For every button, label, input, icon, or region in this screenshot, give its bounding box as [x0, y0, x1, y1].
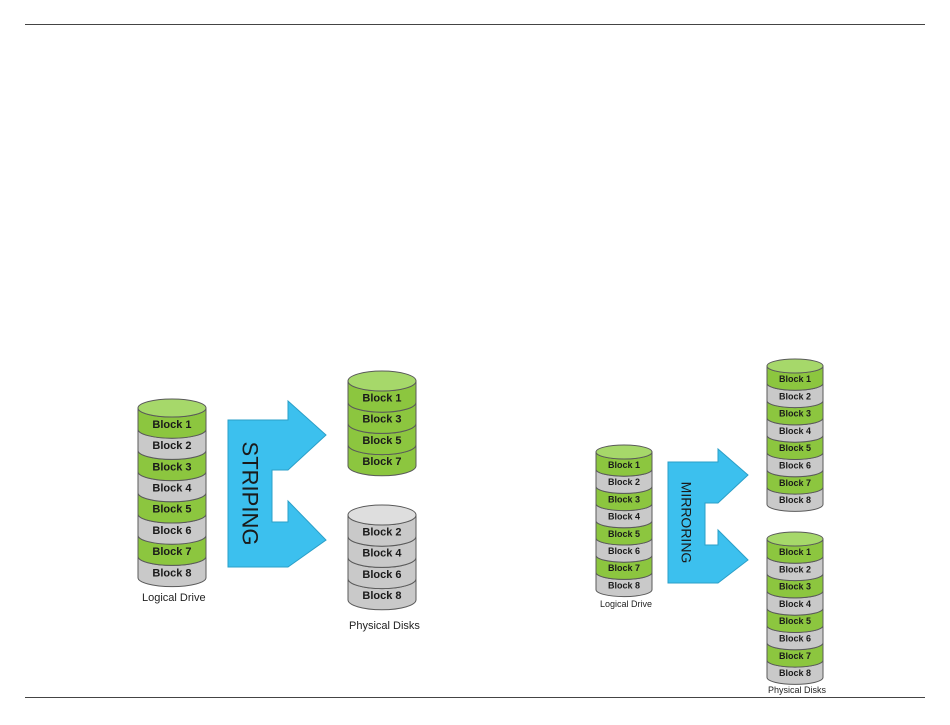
block-label: Block 5 [362, 435, 401, 447]
block-label: Block 8 [779, 495, 811, 505]
block-label: Block 2 [608, 477, 640, 487]
striping-arrow: STRIPING [227, 399, 327, 568]
split-arrow-shape [667, 447, 749, 584]
block-label: Block 7 [152, 546, 191, 558]
striping-logical-drive: Block 8 Block 7 Block 6 Block 5 Block 4 Block… [137, 398, 207, 588]
block-label: Block 7 [779, 478, 811, 488]
block-label: Block 7 [779, 651, 811, 661]
block-label: Block 3 [779, 409, 811, 419]
bottom-rule [25, 697, 925, 698]
block-label: Block 1 [779, 374, 811, 384]
block-label: Block 1 [779, 547, 811, 557]
disk-top-cap [595, 444, 653, 460]
block-label: Block 1 [362, 392, 401, 404]
block-label: Block 5 [608, 529, 640, 539]
block-label: Block 3 [608, 494, 640, 504]
block-label: Block 4 [362, 548, 402, 560]
block-label: Block 6 [362, 569, 401, 581]
mirroring-arrow-label: MIRRORING [679, 482, 695, 564]
block-label: Block 4 [779, 599, 811, 609]
striping-logical-caption: Logical Drive [142, 592, 206, 604]
block-label: Block 6 [779, 634, 811, 644]
block-label: Block 6 [608, 546, 640, 556]
block-label: Block 2 [779, 391, 811, 401]
top-rule [25, 24, 925, 25]
block-label: Block 5 [152, 504, 191, 516]
block-label: Block 4 [152, 482, 192, 494]
block-label: Block 8 [152, 567, 191, 579]
block-label: Block 3 [779, 582, 811, 592]
block-label: Block 6 [152, 525, 191, 537]
block-label: Block 7 [608, 563, 640, 573]
disk-top-cap [347, 504, 417, 526]
block-label: Block 3 [152, 461, 191, 473]
block-label: Block 8 [608, 580, 640, 590]
block-label: Block 6 [779, 461, 811, 471]
split-arrow-shape [227, 399, 327, 568]
block-label: Block 3 [362, 414, 401, 426]
mirroring-logical-drive: Block 8 Block 7 Block 6 Block 5 Block 4 Block… [595, 444, 653, 598]
block-label: Block 1 [608, 460, 640, 470]
striping-arrow-label: STRIPING [238, 442, 263, 546]
disk-top-cap [766, 531, 824, 547]
striping-physical-caption: Physical Disks [349, 620, 420, 632]
block-label: Block 5 [779, 616, 811, 626]
block-label: Block 2 [362, 526, 401, 538]
block-label: Block 8 [779, 668, 811, 678]
block-label: Block 2 [779, 564, 811, 574]
block-label: Block 1 [152, 419, 191, 431]
block-label: Block 2 [152, 440, 191, 452]
block-label: Block 7 [362, 456, 401, 468]
mirroring-disk-b: Block 8 Block 7 Block 6 Block 5 Block 4 Block… [766, 531, 824, 685]
mirroring-arrow: MIRRORING [667, 447, 749, 584]
block-label: Block 4 [608, 512, 640, 522]
disk-top-cap [347, 370, 417, 392]
disk-top-cap [766, 358, 824, 374]
mirroring-logical-caption: Logical Drive [600, 599, 653, 609]
mirroring-disk-a: Block 8 Block 7 Block 6 Block 5 Block 4 Block… [766, 358, 824, 512]
block-label: Block 5 [779, 443, 811, 453]
block-label: Block 4 [779, 426, 811, 436]
striping-disk-b: Block 8 Block 6 Block 4 Block 2 [347, 504, 417, 611]
mirroring-physical-caption: Physical Disks [768, 685, 827, 695]
striping-disk-a: Block 7 Block 5 Block 3 Block 1 [347, 370, 417, 477]
block-label: Block 8 [362, 590, 401, 602]
disk-top-cap [137, 398, 207, 418]
